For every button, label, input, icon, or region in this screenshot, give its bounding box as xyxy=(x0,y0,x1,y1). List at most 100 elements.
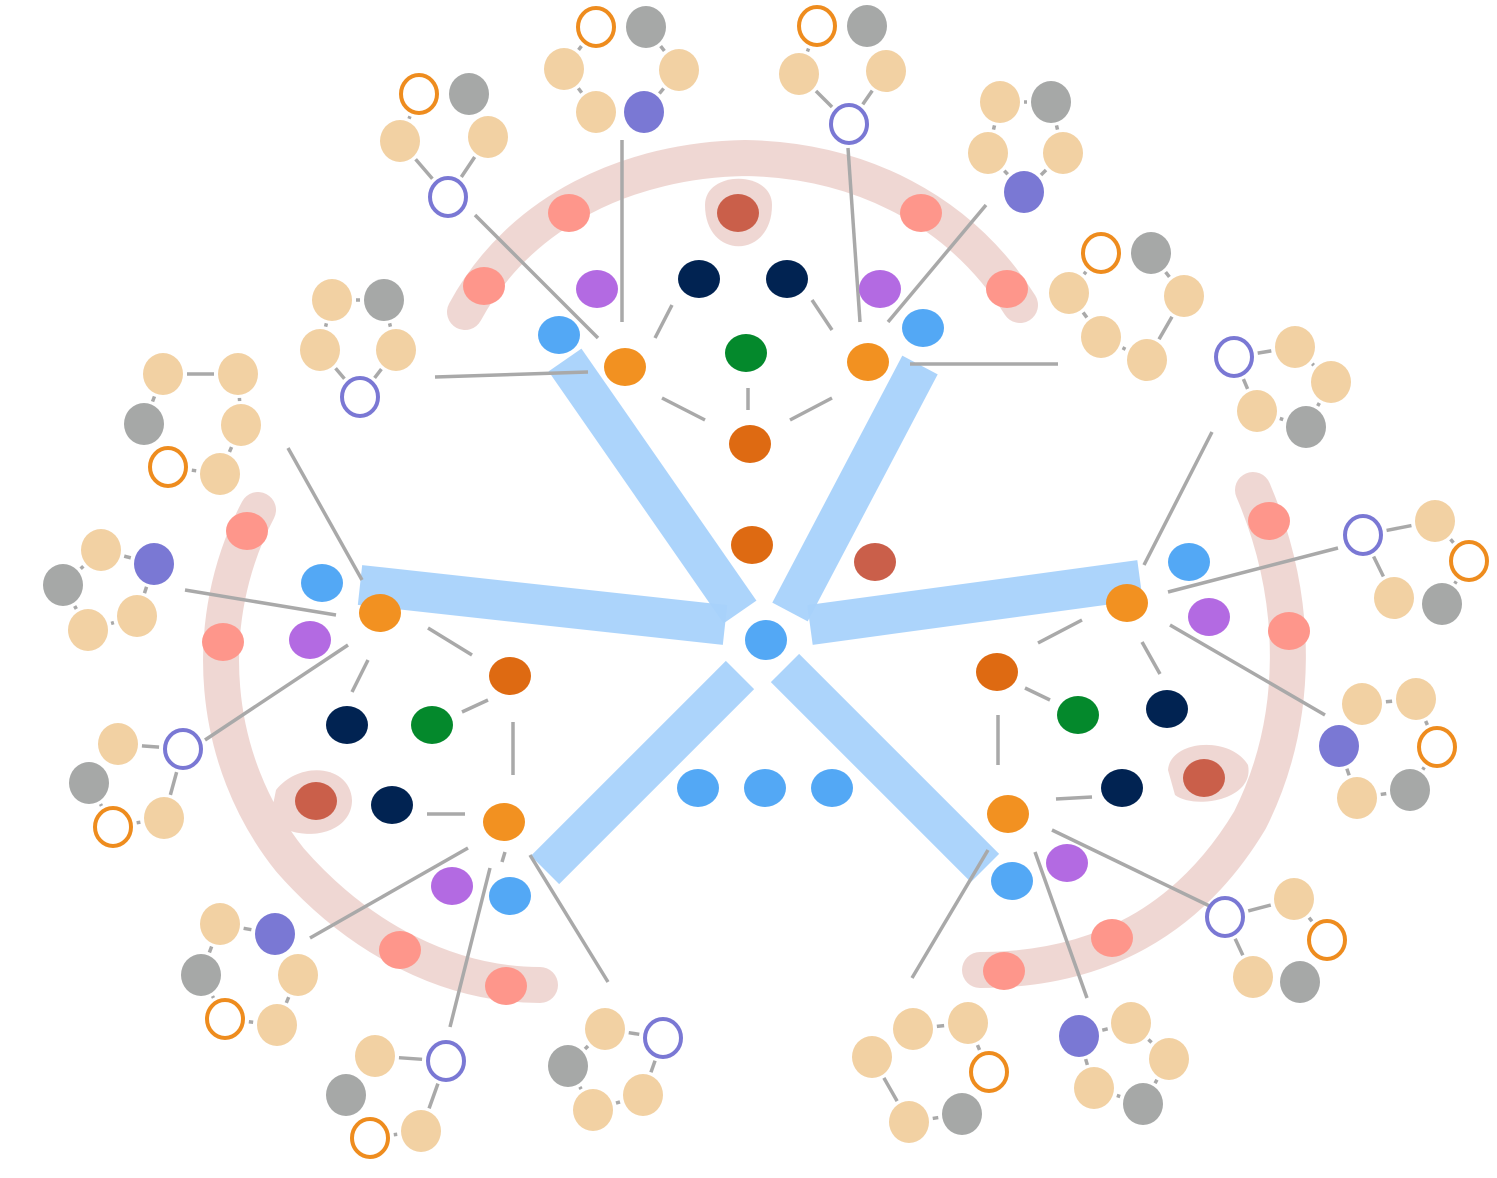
ring-bond xyxy=(407,115,412,120)
ring-bond xyxy=(936,1023,945,1029)
connector-line xyxy=(500,851,507,863)
ring-bond xyxy=(1316,402,1321,407)
salmon-node xyxy=(1268,612,1310,650)
arc-band-1 xyxy=(447,139,1038,330)
connector-line xyxy=(846,147,862,323)
ring-tan-node xyxy=(1337,777,1377,819)
ring-bond xyxy=(1147,1038,1153,1044)
ring-outline-violet-node xyxy=(163,728,203,770)
purple-node xyxy=(431,867,473,905)
connector-line xyxy=(427,626,473,657)
connector-line xyxy=(1051,828,1223,914)
blue-node xyxy=(1168,543,1210,581)
beam-arm-4 xyxy=(807,560,1143,645)
center-hub-node xyxy=(745,620,787,660)
ring-outline-violet-node xyxy=(428,176,468,218)
ring-bond xyxy=(658,87,665,95)
ring-tan-node xyxy=(380,120,420,162)
ring-gray-node xyxy=(847,5,887,47)
ring-outline-violet-node xyxy=(1214,336,1254,378)
navy-node xyxy=(678,260,720,298)
ring-bond xyxy=(427,1083,440,1109)
ring-tan-node xyxy=(1275,326,1315,368)
ring-tan-node xyxy=(376,329,416,371)
salmon-node xyxy=(463,267,505,305)
connector-line xyxy=(286,447,364,581)
ring-tan-node xyxy=(355,1035,395,1077)
ring-tan-node xyxy=(401,1110,441,1152)
ring-bond xyxy=(387,322,393,328)
ring-bond xyxy=(583,1044,590,1051)
ring-outline-orange-node xyxy=(350,1117,390,1159)
ring-tan-node xyxy=(68,609,108,651)
core-orange-node xyxy=(1106,584,1148,622)
ring-tan-node xyxy=(573,1089,613,1131)
ring-tan-node xyxy=(659,49,699,91)
ring-bond xyxy=(1424,720,1429,726)
ring-tan-node xyxy=(468,116,508,158)
purple-node xyxy=(289,621,331,659)
ring-outline-violet-node xyxy=(426,1040,466,1082)
ring-gray-node xyxy=(1286,406,1326,448)
ring-tan-node xyxy=(623,1074,663,1116)
brick-node xyxy=(1183,759,1225,797)
ring-bond xyxy=(227,446,234,453)
ring-tan-node xyxy=(1237,390,1277,432)
ring-bond xyxy=(373,367,383,380)
ring-outline-violet-node xyxy=(1343,514,1383,556)
salmon-node xyxy=(983,952,1025,990)
blue-node xyxy=(991,862,1033,900)
ring-bond xyxy=(576,87,584,94)
ring-tan-node xyxy=(300,329,340,371)
ring-outline-violet-node xyxy=(1205,896,1245,938)
ring-bond xyxy=(243,926,252,932)
ring-bond xyxy=(649,1060,657,1073)
ring-bond xyxy=(141,744,160,749)
ring-tan-node xyxy=(779,53,819,95)
core-orange-node xyxy=(847,343,889,381)
salmon-node xyxy=(1091,919,1133,957)
ring-bond xyxy=(1002,169,1010,176)
core-dark-orange-node xyxy=(729,425,771,463)
green-node xyxy=(411,706,453,744)
ring-layer xyxy=(43,5,1489,1159)
node-layer xyxy=(202,194,1310,1005)
ring-gray-node xyxy=(626,6,666,48)
green-node xyxy=(725,334,767,372)
ring-gray-node xyxy=(1031,81,1071,123)
purple-node xyxy=(576,270,618,308)
connector-line xyxy=(184,588,337,617)
ring-tan-node xyxy=(278,954,318,996)
connector-line xyxy=(661,396,706,422)
ring-tan-node xyxy=(544,48,584,90)
ring-bond xyxy=(1039,168,1048,177)
navy-node xyxy=(1101,769,1143,807)
ring-bond xyxy=(150,395,157,403)
ring-bond xyxy=(615,1100,621,1105)
ring-tan-node xyxy=(98,723,138,765)
navy-node xyxy=(326,706,368,744)
brick-node xyxy=(295,782,337,820)
connector-line xyxy=(789,396,833,422)
ring-bond xyxy=(1164,270,1171,279)
connector-line xyxy=(653,304,674,339)
ring-gray-node xyxy=(1280,961,1320,1003)
blue-node xyxy=(811,769,853,807)
ring-bond xyxy=(814,89,834,109)
ring-tan-node xyxy=(200,903,240,945)
blue-node xyxy=(489,877,531,915)
ring-gray-node xyxy=(1422,583,1462,625)
ring-bond xyxy=(1121,346,1127,351)
ring-bond xyxy=(882,1076,899,1103)
ring-tan-node xyxy=(221,404,261,446)
ring-bond xyxy=(210,995,216,999)
ring-gray-node xyxy=(1123,1083,1163,1125)
ring-bond xyxy=(1453,580,1458,585)
connector-line xyxy=(1024,686,1051,702)
ring-tan-node xyxy=(948,1002,988,1044)
connector-line xyxy=(1142,431,1214,566)
arc-band-3 xyxy=(962,472,1306,988)
ring-bond xyxy=(1157,315,1174,341)
blue-node xyxy=(301,564,343,602)
ring-bond xyxy=(414,158,434,180)
